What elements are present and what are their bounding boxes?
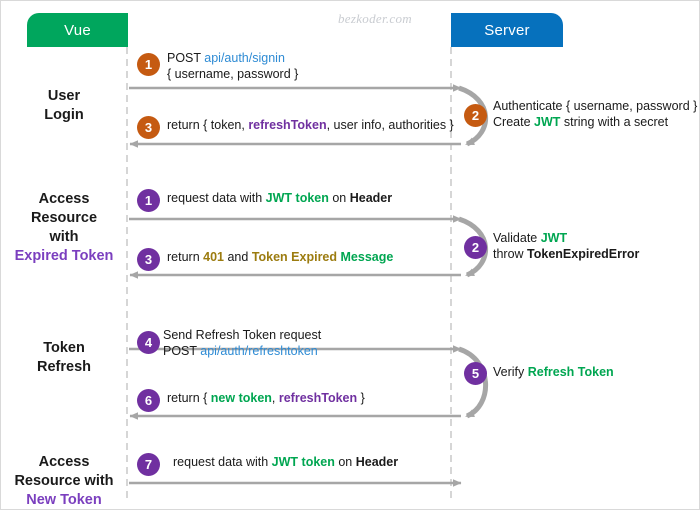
message-segment: Send Refresh Token request [163,328,322,342]
message-segment: , [271,391,279,405]
message-segment: on [334,455,356,469]
message-segment: POST [167,51,205,65]
step-badge-5[interactable]: 2 [464,236,487,259]
message-segment: return [167,250,204,264]
message-segment: request data with [167,191,266,205]
message-line: return { token, refreshToken, user info,… [167,118,454,134]
message-line: Send Refresh Token request [163,328,321,344]
message-segment: Validate [493,231,541,245]
step-badge-8[interactable]: 5 [464,362,487,385]
actor-label-server: Server [484,21,530,39]
section-label-line-accent: Expired Token [14,248,114,264]
message-segment: string with a secret [560,114,669,129]
message-segment: JWT [540,231,568,245]
section-label-token-refresh: Token Refresh [1,339,127,377]
message-segment: request data with [173,455,272,469]
message-line: { username, password } [167,67,298,83]
message-segment: on [328,191,350,205]
message-segment: Header [349,191,393,205]
message-segment: refreshToken [248,118,327,132]
section-label-access-resource-new-token: Access Resource with New Token [1,453,127,509]
step-badge-1[interactable]: 1 [137,53,160,76]
step-message-3: return { token, refreshToken, user info,… [167,118,454,134]
step-message-10: request data with JWT token on Header [173,455,398,471]
step-badge-7[interactable]: 4 [137,331,160,354]
step-message-9: return { new token, refreshToken } [167,391,365,407]
actor-header-server: Server [451,13,563,47]
section-label-line: Resource with [14,473,114,489]
message-segment: Authenticate { username, password } [493,99,698,113]
message-line: Create JWT string with a secret [493,115,697,131]
message-segment: Create [493,114,534,129]
message-line: Validate JWT [493,231,639,247]
actor-header-client: Vue [27,13,128,47]
step-message-8: Verify Refresh Token [493,365,614,381]
step-badge-10[interactable]: 7 [137,453,160,476]
message-line: throw TokenExpiredError [493,247,639,263]
section-label-access-resource-expired-token: Access Resource with Expired Token [1,190,127,266]
message-segment: Message [340,250,394,264]
message-line: POST api/auth/signin [167,51,298,67]
message-segment: Refresh Token [527,365,614,379]
section-label-line: User [47,88,81,104]
watermark: bezkoder.com [338,11,412,26]
message-segment: return { token, [167,118,249,132]
message-line: Verify Refresh Token [493,365,614,381]
message-segment: return { [167,391,211,405]
message-line: request data with JWT token on Header [173,455,398,471]
message-segment: , user info, authorities } [326,118,454,132]
message-line: POST api/auth/refreshtoken [163,344,321,360]
message-segment: throw [493,246,528,261]
section-label-line: with [49,229,79,245]
message-segment: Header [355,455,399,469]
step-badge-6[interactable]: 3 [137,248,160,271]
section-label-line-accent: New Token [26,492,102,508]
message-segment: 401 [203,250,224,264]
message-segment: POST [163,343,201,358]
message-segment: JWT token [271,455,335,469]
message-segment: new token [210,391,272,405]
message-segment: { username, password } [167,66,299,81]
section-label-line: Token [43,340,85,356]
message-line: request data with JWT token on Header [167,191,392,207]
step-badge-2[interactable]: 2 [464,104,487,127]
message-line: return 401 and Token Expired Message [167,250,393,266]
message-segment: api/auth/signin [204,51,285,65]
section-label-line: Access [38,454,90,470]
section-label-line: Access [38,191,90,207]
step-message-6: return 401 and Token Expired Message [167,250,393,266]
message-segment: TokenExpiredError [527,246,640,261]
step-badge-4[interactable]: 1 [137,189,160,212]
step-message-4: request data with JWT token on Header [167,191,392,207]
step-message-2: Authenticate { username, password }Creat… [493,99,697,130]
message-segment: api/auth/refreshtoken [200,343,318,358]
section-label-line: Refresh [37,359,91,375]
message-segment: Token Expired [251,250,341,264]
message-segment: refreshToken [278,391,358,405]
section-label-line: Resource [30,210,98,226]
actor-label-client: Vue [64,21,91,39]
message-line: return { new token, refreshToken } [167,391,365,407]
step-message-1: POST api/auth/signin{ username, password… [167,51,298,82]
message-segment: } [357,391,365,405]
step-badge-3[interactable]: 3 [137,116,160,139]
step-badge-9[interactable]: 6 [137,389,160,412]
message-segment: JWT [534,114,561,129]
selfloop-step-8 [458,346,489,419]
message-line: Authenticate { username, password } [493,99,697,115]
message-segment: JWT token [265,191,329,205]
message-segment: and [224,250,252,264]
message-segment: Verify [493,365,528,379]
section-label-user-login: User Login [1,87,127,125]
section-label-line: Login [44,107,84,123]
